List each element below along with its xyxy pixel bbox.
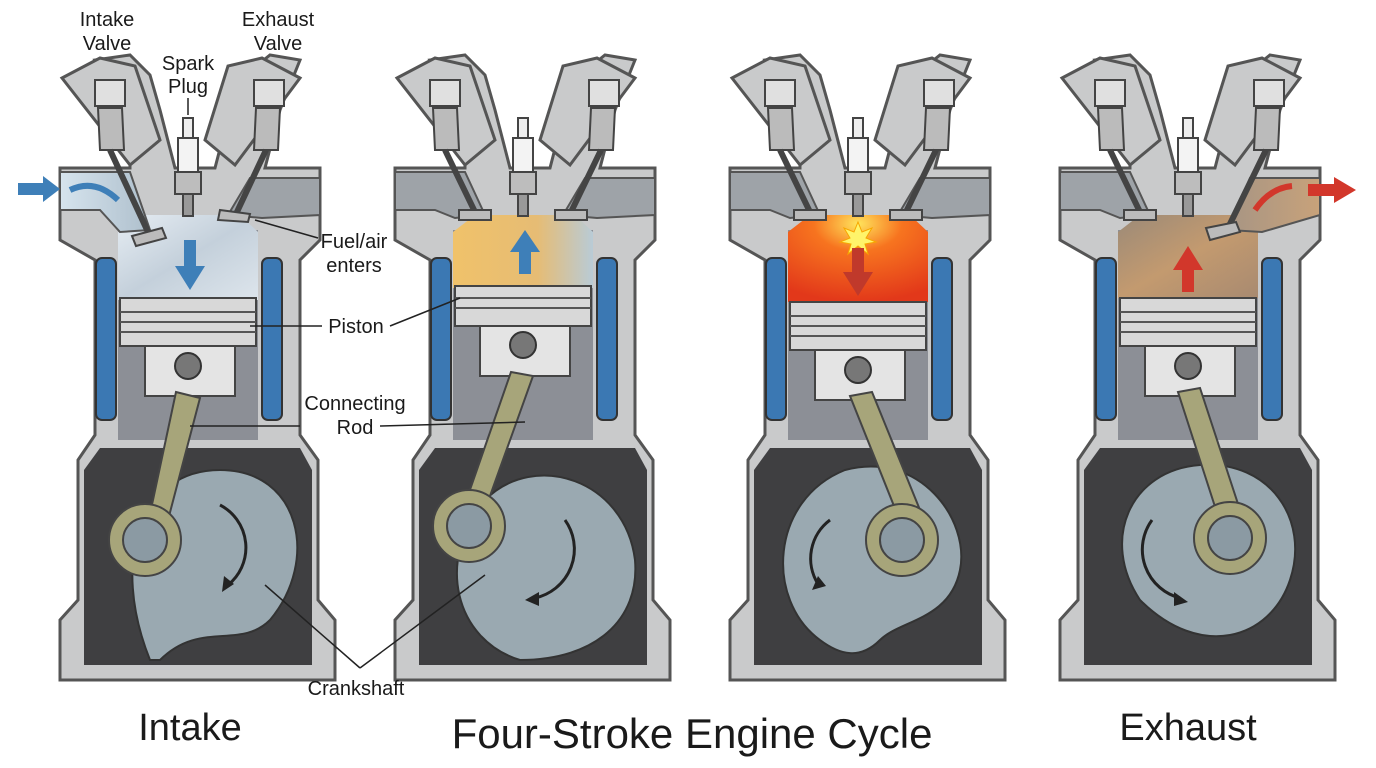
piston-motion-arrow xyxy=(175,240,205,290)
piston xyxy=(789,301,927,401)
engine-intake xyxy=(18,53,337,682)
label-crankshaft: Crankshaft xyxy=(308,678,405,700)
piston-motion-arrow xyxy=(1173,246,1203,292)
rotation-arrow xyxy=(1140,519,1181,600)
coolant-jacket-left xyxy=(430,257,452,421)
intake-valve xyxy=(429,79,492,221)
caption-intake: Intake xyxy=(138,707,242,749)
rotation-arrowhead xyxy=(222,576,234,592)
label-exhaust-valve-1: Exhaust xyxy=(242,9,315,31)
label-spark-plug-1: Spark xyxy=(162,53,215,75)
coolant-jacket-left xyxy=(95,257,117,421)
piston-motion-arrow xyxy=(510,230,540,274)
exhaust-valve xyxy=(1204,79,1285,242)
intake-valve xyxy=(1094,79,1157,221)
spark-plug xyxy=(509,117,537,217)
leader-fuel-air xyxy=(254,219,319,239)
leader-lines xyxy=(187,98,526,669)
label-piston: Piston xyxy=(328,316,384,338)
connecting-rod xyxy=(108,390,202,577)
leader-piston-2 xyxy=(389,297,461,327)
intake-valve xyxy=(94,79,168,248)
connecting-rod xyxy=(1176,386,1267,575)
coolant-jacket-right xyxy=(261,257,283,421)
exhaust-valve xyxy=(889,79,955,221)
rotation-arrowhead xyxy=(525,592,539,606)
intake-valve xyxy=(764,79,827,221)
spark-plug xyxy=(844,117,872,217)
leader-crank-1 xyxy=(264,584,361,669)
connecting-rod xyxy=(432,370,535,563)
rotation-arrow xyxy=(534,519,576,600)
connecting-rod xyxy=(848,390,939,577)
spark-plug xyxy=(1174,117,1202,217)
engine-power xyxy=(728,53,1007,682)
leader-rod-2 xyxy=(379,421,526,427)
label-intake-valve-1: Intake xyxy=(80,9,134,31)
engine-exhaust xyxy=(1058,53,1356,682)
rotation-arrowhead xyxy=(812,576,826,590)
coolant-jacket-right xyxy=(931,257,953,421)
coolant-jacket-left xyxy=(765,257,787,421)
labels: Intake Valve Exhaust Valve Spark Plug Fu… xyxy=(80,9,406,700)
label-connecting-rod-1: Connecting xyxy=(304,393,405,415)
engine-compression xyxy=(393,53,672,682)
exhaust-valve xyxy=(554,79,620,221)
exhaust-flow-arrow xyxy=(1252,177,1356,212)
coolant-jacket-right xyxy=(596,257,618,421)
leader-crank-2 xyxy=(359,574,486,669)
rotation-arrowhead xyxy=(1174,592,1188,606)
spark-burst xyxy=(838,220,878,256)
spark-plug xyxy=(174,117,202,217)
piston xyxy=(119,297,257,397)
rotation-arrow xyxy=(809,518,831,585)
label-intake-valve-2: Valve xyxy=(83,33,132,55)
label-fuel-air-1: Fuel/air xyxy=(321,231,388,253)
coolant-jacket-right xyxy=(1261,257,1283,421)
piston xyxy=(1119,297,1257,397)
label-spark-plug-2: Plug xyxy=(168,76,208,98)
exhaust-valve xyxy=(216,79,285,224)
label-fuel-air-2: enters xyxy=(326,255,382,277)
coolant-jacket-left xyxy=(1095,257,1117,421)
diagram-title: Four-Stroke Engine Cycle xyxy=(452,710,933,757)
intake-flow-arrow xyxy=(18,176,121,203)
caption-exhaust: Exhaust xyxy=(1119,707,1257,749)
rotation-arrow xyxy=(219,503,248,587)
label-exhaust-valve-2: Valve xyxy=(254,33,303,55)
piston-motion-arrow xyxy=(843,248,873,296)
label-connecting-rod-2: Rod xyxy=(337,417,374,439)
